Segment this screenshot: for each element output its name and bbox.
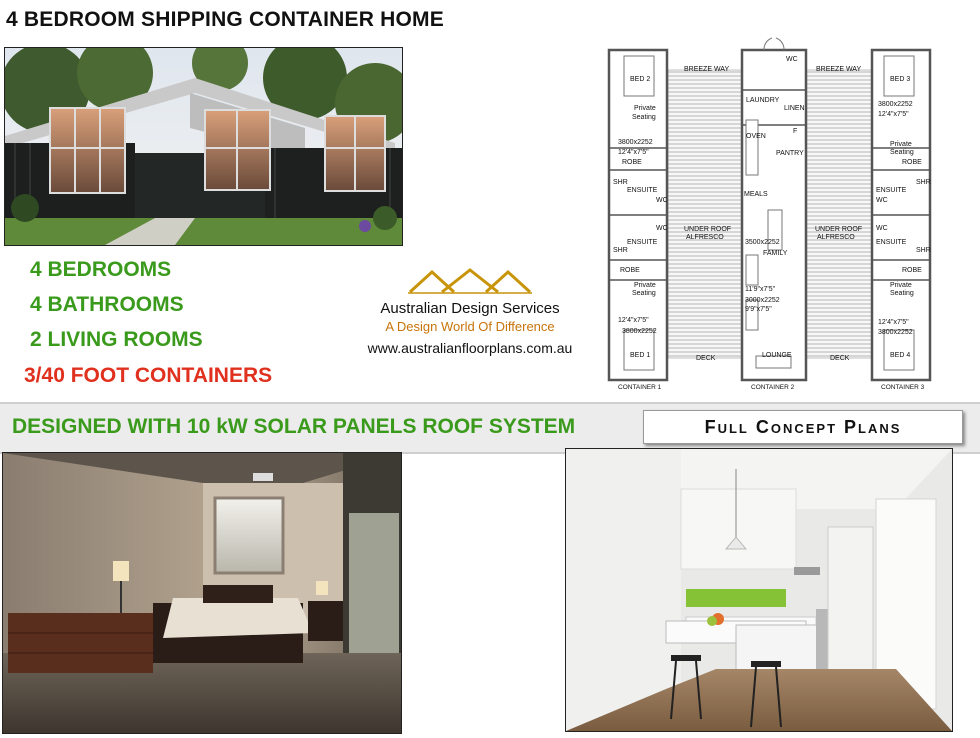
- plan-wc-c1a: WC: [656, 197, 668, 204]
- plan-dims-bed-c3a: 3800x2252: [878, 101, 913, 108]
- brand-logo: Australian Design Services A Design Worl…: [350, 268, 590, 368]
- plan-oven: OVEN: [746, 133, 766, 140]
- feature-bedrooms: 4 BEDROOMS: [30, 258, 172, 281]
- plan-dims-bed-c3b: 3800x2252: [878, 329, 913, 336]
- plan-under-roof-right: UNDER ROOF: [815, 226, 862, 233]
- plan-robe-c1a: ROBE: [622, 159, 642, 166]
- plan-dims-bed-imp-c3a: 12'4"x7'5": [878, 111, 909, 118]
- plan-laundry: LAUNDRY: [746, 97, 780, 104]
- plan-container2: CONTAINER 2: [751, 384, 795, 391]
- plan-private-c3b: Private: [890, 282, 912, 289]
- plan-bed1: BED 1: [630, 352, 650, 359]
- plan-dims-meals: 3500x2252: [745, 239, 780, 246]
- plan-dims-bed-imp-c1a: 12'4"x7'5": [618, 149, 649, 156]
- exterior-photo: [4, 47, 403, 246]
- plan-dims-bed-imp-c3b: 12'4"x7'5": [878, 319, 909, 326]
- plan-wc-c3a: WC: [876, 197, 888, 204]
- kitchen-photo: [565, 448, 953, 732]
- plan-shr-c3a: SHR: [916, 179, 931, 186]
- feature-bathrooms: 4 BATHROOMS: [30, 293, 184, 316]
- plan-wc-c3b: WC: [876, 225, 888, 232]
- plan-seating-c3b: Seating: [890, 290, 914, 297]
- plan-ensuite-c1b: ENSUITE: [627, 239, 658, 246]
- plan-family: FAMILY: [763, 250, 788, 257]
- feature-living-rooms: 2 LIVING ROOMS: [30, 328, 203, 351]
- plan-dims-bed-c1a: 3800x2252: [618, 139, 653, 146]
- plan-meals: MEALS: [744, 191, 768, 198]
- concept-plans-label: Full Concept Plans: [704, 417, 902, 437]
- plan-shr-c1b: SHR: [613, 247, 628, 254]
- plan-deck-right: DECK: [830, 355, 850, 362]
- plan-bed2: BED 2: [630, 76, 650, 83]
- plan-breeze-left: BREEZE WAY: [684, 66, 729, 73]
- plan-robe-c3a: ROBE: [902, 159, 922, 166]
- solar-banner: DESIGNED WITH 10 kW SOLAR PANELS ROOF SY…: [0, 402, 980, 454]
- plan-dims-family-c: 9'9"x7'5": [745, 306, 772, 313]
- concept-plans-box: Full Concept Plans: [643, 410, 963, 444]
- plan-dims-family-a: 11'9"x7'5": [745, 286, 776, 293]
- plan-dims-family-b: 3000x2252: [745, 297, 780, 304]
- plan-robe-c3b: ROBE: [902, 267, 922, 274]
- plan-dims-bed-imp-c1b: 12'4"x7'5": [618, 317, 649, 324]
- plan-ensuite-c3a: ENSUITE: [876, 187, 907, 194]
- plan-private-c3a: Private: [890, 141, 912, 148]
- plan-private-c1a: Private: [634, 105, 656, 112]
- page-title: 4 BEDROOM SHIPPING CONTAINER HOME: [6, 8, 444, 31]
- plan-alfresco-right: ALFRESCO: [817, 234, 855, 241]
- plan-deck-left: DECK: [696, 355, 716, 362]
- plan-pantry: PANTRY: [776, 150, 804, 157]
- plan-shr-c3b: SHR: [916, 247, 931, 254]
- brand-name: Australian Design Services: [380, 300, 560, 317]
- plan-container1: CONTAINER 1: [618, 384, 662, 391]
- plan-wc-c1b: WC: [656, 225, 668, 232]
- plan-wc-top: WC: [786, 56, 798, 63]
- plan-ensuite-c1a: ENSUITE: [627, 187, 658, 194]
- plan-ensuite-c3b: ENSUITE: [876, 239, 907, 246]
- plan-dims-bed-c1b: 3800x2252: [622, 328, 657, 335]
- plan-seating-c1a: Seating: [632, 114, 656, 121]
- bedroom-photo: [2, 452, 402, 734]
- plan-breeze-right: BREEZE WAY: [816, 66, 861, 73]
- floor-plan: BREEZE WAY BREEZE WAY WC LAUNDRY LINEN O…: [606, 30, 944, 392]
- plan-f: F: [793, 128, 797, 135]
- brand-url[interactable]: www.australianfloorplans.com.au: [367, 340, 573, 356]
- plan-linen: LINEN: [784, 105, 805, 112]
- plan-private-c1b: Private: [634, 282, 656, 289]
- feature-containers: 3/40 FOOT CONTAINERS: [24, 364, 273, 387]
- plan-seating-c3a: Seating: [890, 149, 914, 156]
- brand-tagline: A Design World Of Difference: [385, 319, 555, 334]
- plan-bed4: BED 4: [890, 352, 910, 359]
- plan-bed3: BED 3: [890, 76, 910, 83]
- solar-headline: DESIGNED WITH 10 kW SOLAR PANELS ROOF SY…: [12, 415, 576, 438]
- plan-under-roof-left: UNDER ROOF: [684, 226, 731, 233]
- roof-logo-icon: [408, 268, 532, 294]
- plan-container3: CONTAINER 3: [881, 384, 925, 391]
- plan-shr-c1a: SHR: [613, 179, 628, 186]
- plan-lounge: LOUNGE: [762, 352, 792, 359]
- plan-robe-c1b: ROBE: [620, 267, 640, 274]
- plan-seating-c1b: Seating: [632, 290, 656, 297]
- plan-alfresco-left: ALFRESCO: [686, 234, 724, 241]
